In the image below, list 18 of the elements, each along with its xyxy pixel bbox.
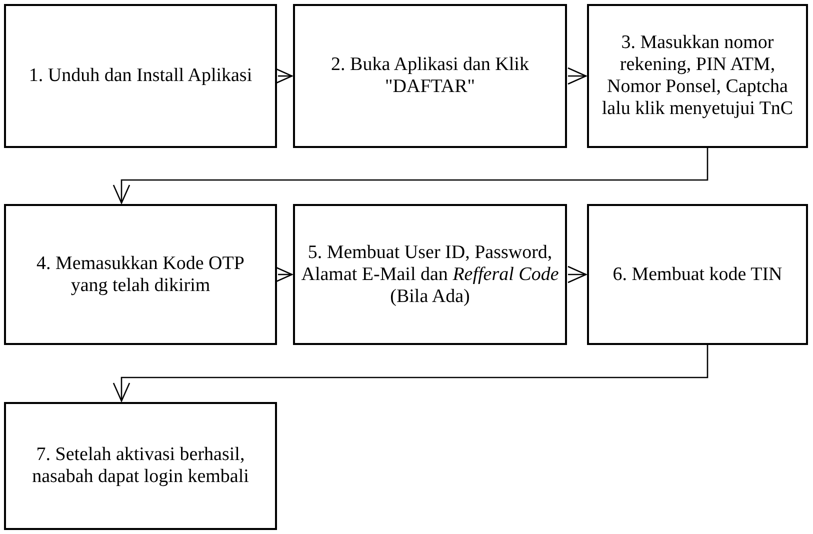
process-box	[4, 402, 277, 530]
process-box	[293, 204, 567, 345]
step-text: 3. Masukkan nomor rekening, PIN ATM, Nomor Ponsel, Captcha lalu klik menyetujui TnC	[600, 32, 794, 120]
step-text: 7. Setelah aktivasi berhasil, nasabah dapat login kembali	[31, 444, 250, 488]
arrow	[567, 266, 587, 284]
step-text: 1. Unduh dan Install Aplikasi	[28, 65, 254, 87]
process-box	[4, 4, 277, 148]
process-box	[587, 204, 808, 345]
step-text: 4. Memasukkan Kode OTP yang telah dikirim	[36, 252, 246, 296]
arrow	[112, 345, 708, 402]
step-text: 6. Membuat kode TIN	[612, 264, 784, 286]
arrow	[112, 148, 708, 204]
process-box	[587, 4, 808, 148]
process-box	[4, 204, 277, 345]
process-box	[293, 4, 567, 148]
arrow	[567, 67, 587, 85]
step-text: 5. Membuat User ID, Password, Alamat E-Mail dan Refferal Code (Bila Ada)	[300, 242, 560, 308]
step-text: 2. Buka Aplikasi dan Klik "DAFTAR"	[330, 54, 530, 98]
